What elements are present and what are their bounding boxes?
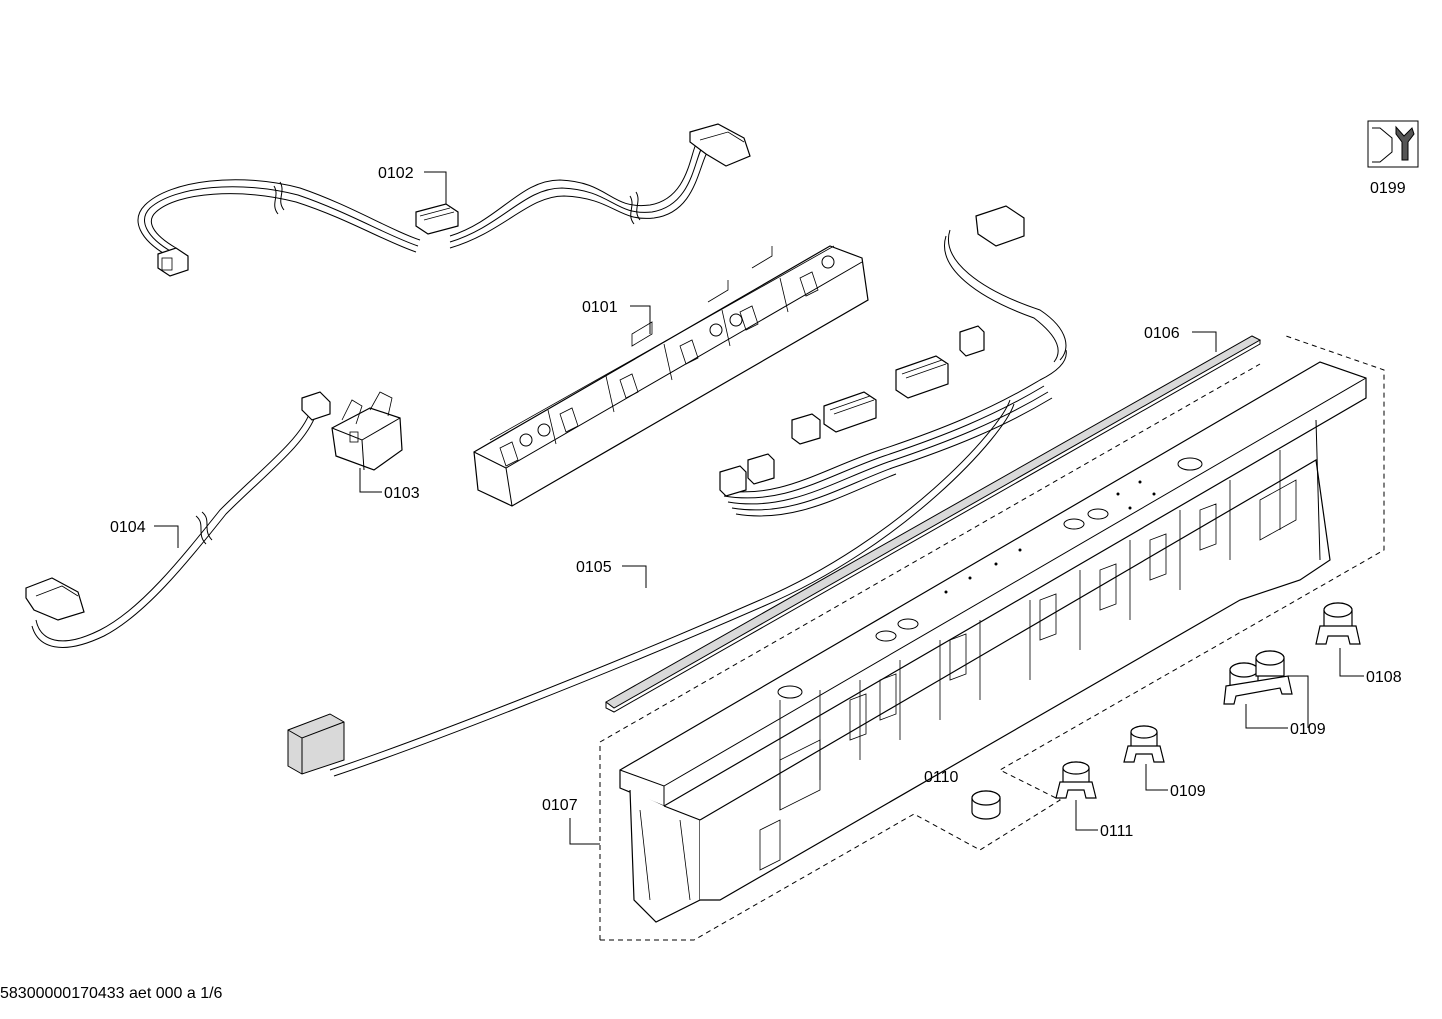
label-0107: 0107 bbox=[542, 797, 578, 814]
switch-block-0103 bbox=[331, 391, 403, 471]
label-0111: 0111 bbox=[1100, 823, 1133, 840]
label-0103: 0103 bbox=[384, 485, 420, 502]
control-panel-fascia-0107 bbox=[619, 361, 1367, 923]
assembly-outline bbox=[600, 335, 1385, 941]
double-push-button-0109 bbox=[1223, 650, 1293, 705]
label-0199: 0199 bbox=[1370, 180, 1406, 197]
cable-0104 bbox=[25, 391, 331, 648]
push-button-0111 bbox=[1055, 761, 1097, 799]
push-button-0108 bbox=[1315, 602, 1361, 645]
wrench-and-nut-icon bbox=[1367, 120, 1419, 168]
label-0110: 0110 bbox=[924, 769, 959, 786]
wiring-loom-0105 bbox=[287, 205, 1067, 777]
push-button-0109 bbox=[1123, 725, 1165, 763]
assembly-outline-left bbox=[599, 363, 1261, 940]
wiring-harness-0102 bbox=[137, 123, 751, 277]
switch-module-0101 bbox=[473, 245, 869, 507]
button-cap-0110 bbox=[971, 790, 1001, 820]
label-0102: 0102 bbox=[378, 165, 414, 182]
label-0109-upper: 0109 bbox=[1290, 721, 1326, 738]
label-0101: 0101 bbox=[582, 299, 618, 316]
label-0105: 0105 bbox=[576, 559, 612, 576]
label-0109-lower: 0109 bbox=[1170, 783, 1206, 800]
drawing-reference: 58300000170433 aet 000 a 1/6 bbox=[0, 985, 223, 1002]
label-0106: 0106 bbox=[1144, 325, 1180, 342]
seal-strip-0106 bbox=[605, 335, 1262, 713]
label-0104: 0104 bbox=[110, 519, 146, 536]
label-0108: 0108 bbox=[1366, 669, 1402, 686]
